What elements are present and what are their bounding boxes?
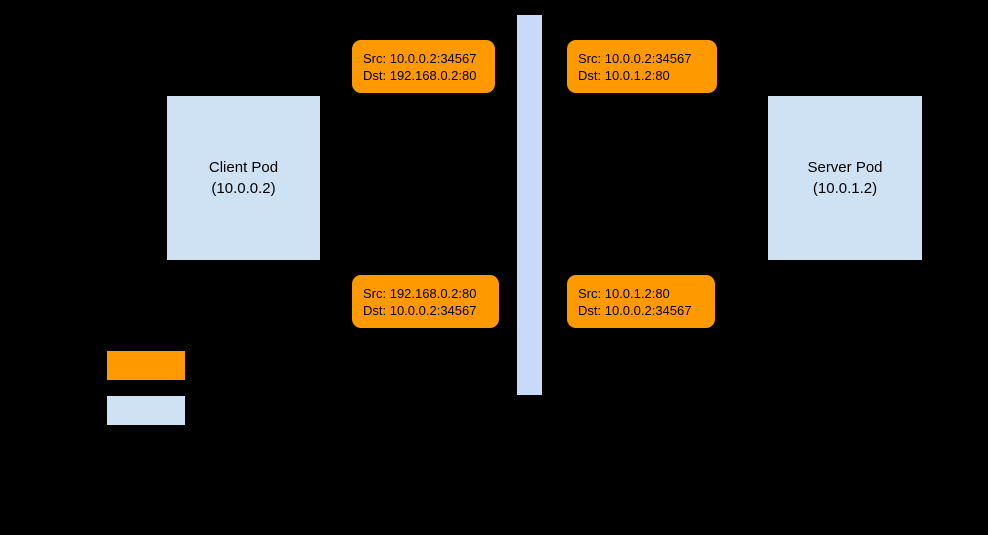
- client-pod-name: Client Pod: [208, 159, 279, 176]
- packet-label-bottom-left: Src: 192.168.0.2:80 Dst: 10.0.0.2:34567: [352, 275, 499, 328]
- packet-dst: Dst: 192.168.0.2:80: [363, 67, 477, 83]
- server-pod-name: Server Pod: [807, 159, 883, 176]
- packet-src: Src: 10.0.0.2:34567: [363, 50, 477, 66]
- node-boundary-bar: [517, 15, 542, 395]
- server-pod-box: Server Pod (10.0.1.2): [768, 96, 922, 260]
- packet-dst: Dst: 10.0.0.2:34567: [578, 302, 692, 318]
- packet-label-bottom-right: Src: 10.0.1.2:80 Dst: 10.0.0.2:34567: [567, 275, 715, 328]
- packet-label-top-right: Src: 10.0.0.2:34567 Dst: 10.0.1.2:80: [567, 40, 717, 93]
- packet-src: Src: 10.0.1.2:80: [578, 285, 670, 301]
- packet-label-top-left: Src: 10.0.0.2:34567 Dst: 192.168.0.2:80: [352, 40, 495, 93]
- legend-swatch-pod: [107, 396, 185, 425]
- packet-src: Src: 10.0.0.2:34567: [578, 50, 692, 66]
- packet-src: Src: 192.168.0.2:80: [363, 285, 477, 301]
- packet-dst: Dst: 10.0.1.2:80: [578, 67, 670, 83]
- client-pod-box: Client Pod (10.0.0.2): [167, 96, 320, 260]
- client-pod-ip: (10.0.0.2): [211, 180, 276, 197]
- server-pod-ip: (10.0.1.2): [812, 180, 878, 197]
- packet-dst: Dst: 10.0.0.2:34567: [363, 302, 477, 318]
- legend-swatch-packet: [107, 351, 185, 380]
